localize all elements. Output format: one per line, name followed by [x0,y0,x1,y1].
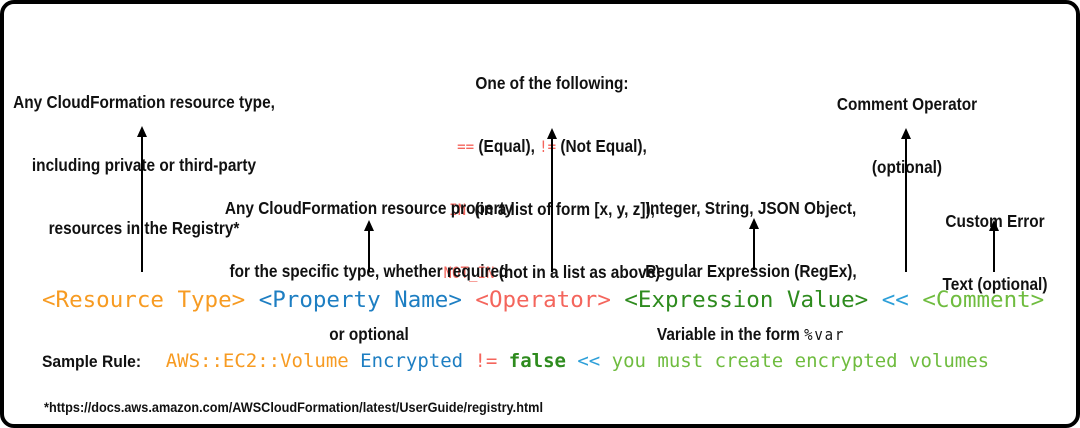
sample-rule-label: Sample Rule: [42,352,142,371]
annotation-line: Any CloudFormation resource property [224,198,514,218]
annotation-line: Comment Operator [836,94,978,114]
arrow-expression-value [748,218,760,270]
sample-value: false [508,350,566,372]
annotation-line: Integer, String, JSON Object, [645,198,857,218]
annotation-resource-type: Any CloudFormation resource type, includ… [13,50,275,281]
annotation-line: Any CloudFormation resource type, [13,92,275,112]
arrow-operator [546,128,558,272]
arrow-line [551,138,553,272]
annotation-text: (in a list of form [x, y, z]), [466,199,655,219]
sample-property-name: Encrypted [360,350,464,372]
syntax-resource-type: <Resource Type> [42,287,246,313]
annotation-line: Custom Error [945,211,1045,231]
arrow-head-icon [364,220,374,231]
annotation-line: == (Equal), != (Not Equal), [444,136,661,157]
arrow-head-icon [137,126,147,137]
rule-syntax-line: <Resource Type> <Property Name> <Operato… [42,287,1044,313]
equal-operator-code: == [457,137,475,156]
arrow-line [141,136,143,272]
annotation-property-name: Any CloudFormation resource property for… [225,156,513,387]
annotation-line: Variable in the form %var [645,324,856,345]
arrow-head-icon [989,220,999,231]
sample-operator: != [474,350,498,372]
syntax-comment-operator: << [881,287,909,313]
arrow-resource-type [136,126,148,272]
arrow-line [368,230,370,272]
arrow-line [905,138,907,272]
sample-comment: you must create encrypted volumes [611,350,990,372]
annotation-text: Variable in the form [656,324,805,344]
sample-rule-line: Sample Rule: AWS::EC2::Volume Encrypted … [42,350,989,372]
arrow-custom-error [988,220,1000,272]
annotation-line: or optional [329,324,409,344]
arrow-head-icon [547,128,557,139]
annotation-line: IN (in a list of form [x, y, z]), [444,199,661,220]
variable-code: %var [804,325,846,344]
annotation-text: (not in a list as above) [494,262,661,282]
annotation-line: for the specific type, whether required [229,261,509,281]
in-operator-code: IN [449,200,467,219]
arrow-property-name [363,220,375,272]
not-in-operator-code: NOT_IN [443,263,495,282]
syntax-operator: <Operator> [475,287,611,313]
arrow-line [993,230,995,272]
annotation-line: resources in the Registry* [48,218,240,238]
registry-footnote-url: *https://docs.aws.amazon.com/AWSCloudFor… [44,400,543,415]
syntax-comment: <Comment> [922,287,1045,313]
arrow-head-icon [749,218,759,229]
annotation-line: Text (optional) [942,274,1048,294]
arrow-comment-operator [900,128,912,272]
syntax-property-name: <Property Name> [258,287,462,313]
annotation-text: (Not Equal), [556,136,647,156]
annotation-line: NOT_IN (not in a list as above) [444,262,661,283]
arrow-line [753,228,755,270]
sample-rule-code: AWS::EC2::Volume Encrypted != false << y… [166,350,989,372]
annotation-text: (Equal), [474,136,540,156]
annotation-expression-value: Integer, String, JSON Object, Regular Ex… [645,156,856,387]
syntax-expression-value: <Expression Value> [624,287,869,313]
sample-comment-operator: << [577,350,601,372]
annotation-line: Regular Expression (RegEx), [645,261,857,281]
annotation-line: One of the following: [475,73,629,93]
annotation-custom-error: Custom Error Text (optional) [943,169,1048,337]
arrow-head-icon [901,128,911,139]
annotation-operator: One of the following: == (Equal), != (No… [444,31,661,325]
sample-resource-type: AWS::EC2::Volume [165,350,349,372]
